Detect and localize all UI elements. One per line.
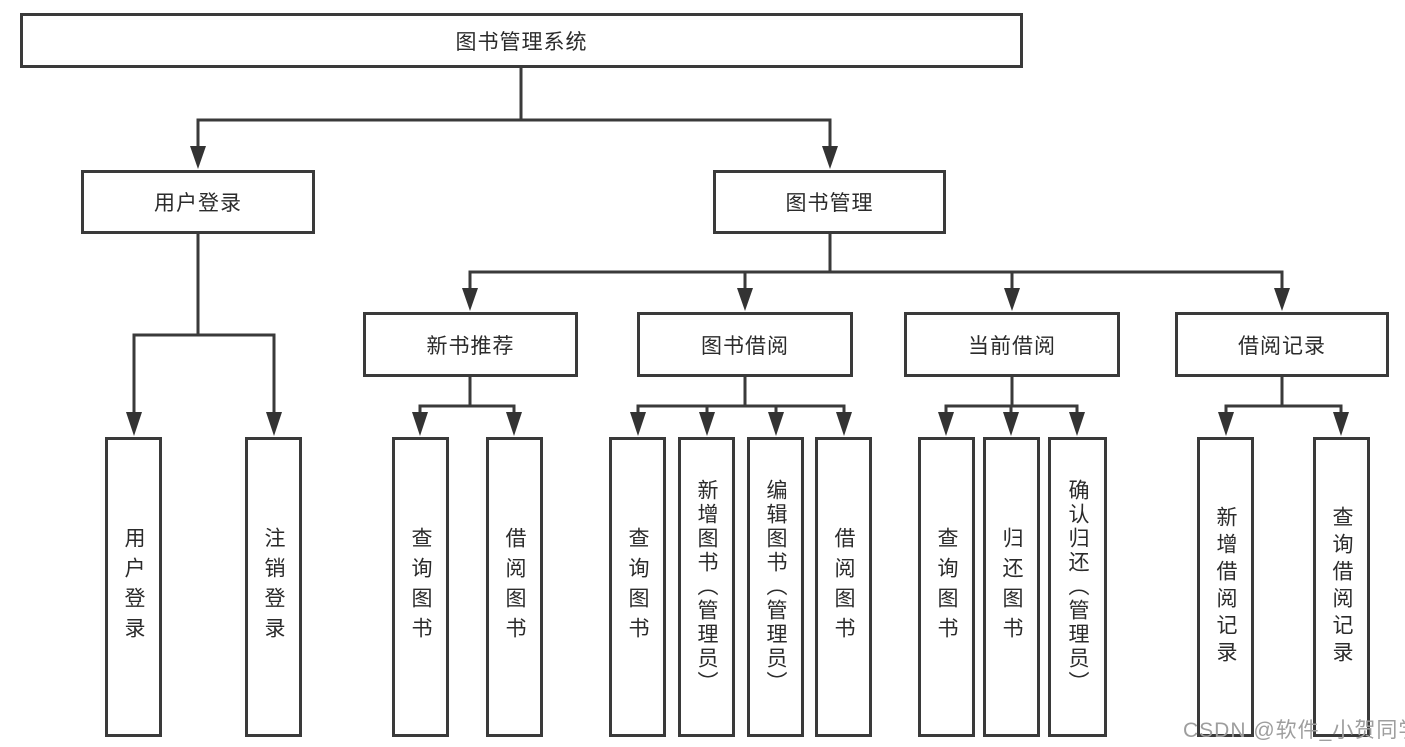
leaf-confirm-return-admin: 确认归还（管理员） [1048, 437, 1107, 737]
leaf-user-login: 用户登录 [105, 437, 162, 737]
node-library-management-system: 图书管理系统 [20, 13, 1023, 68]
node-user-login: 用户登录 [81, 170, 315, 234]
csdn-watermark: CSDN @软件_小贺同学 [1183, 719, 1405, 742]
leaf-return-books: 归还图书 [983, 437, 1040, 737]
node-borrowing-records: 借阅记录 [1175, 312, 1389, 377]
node-new-book-recommendation: 新书推荐 [363, 312, 578, 377]
leaf-logout: 注销登录 [245, 437, 302, 737]
leaf-query-books-recommend: 查询图书 [392, 437, 449, 737]
leaf-query-books-current: 查询图书 [918, 437, 975, 737]
node-current-borrowing: 当前借阅 [904, 312, 1120, 377]
leaf-add-borrow-record: 新增借阅记录 [1197, 437, 1254, 737]
leaf-borrow-books-borrowing: 借阅图书 [815, 437, 872, 737]
node-book-borrowing: 图书借阅 [637, 312, 853, 377]
leaf-edit-books-admin: 编辑图书（管理员） [747, 437, 804, 737]
node-book-management: 图书管理 [713, 170, 946, 234]
leaf-add-books-admin: 新增图书（管理员） [678, 437, 735, 737]
leaf-borrow-books-recommend: 借阅图书 [486, 437, 543, 737]
leaf-query-borrow-record: 查询借阅记录 [1313, 437, 1370, 737]
leaf-query-books-borrowing: 查询图书 [609, 437, 666, 737]
